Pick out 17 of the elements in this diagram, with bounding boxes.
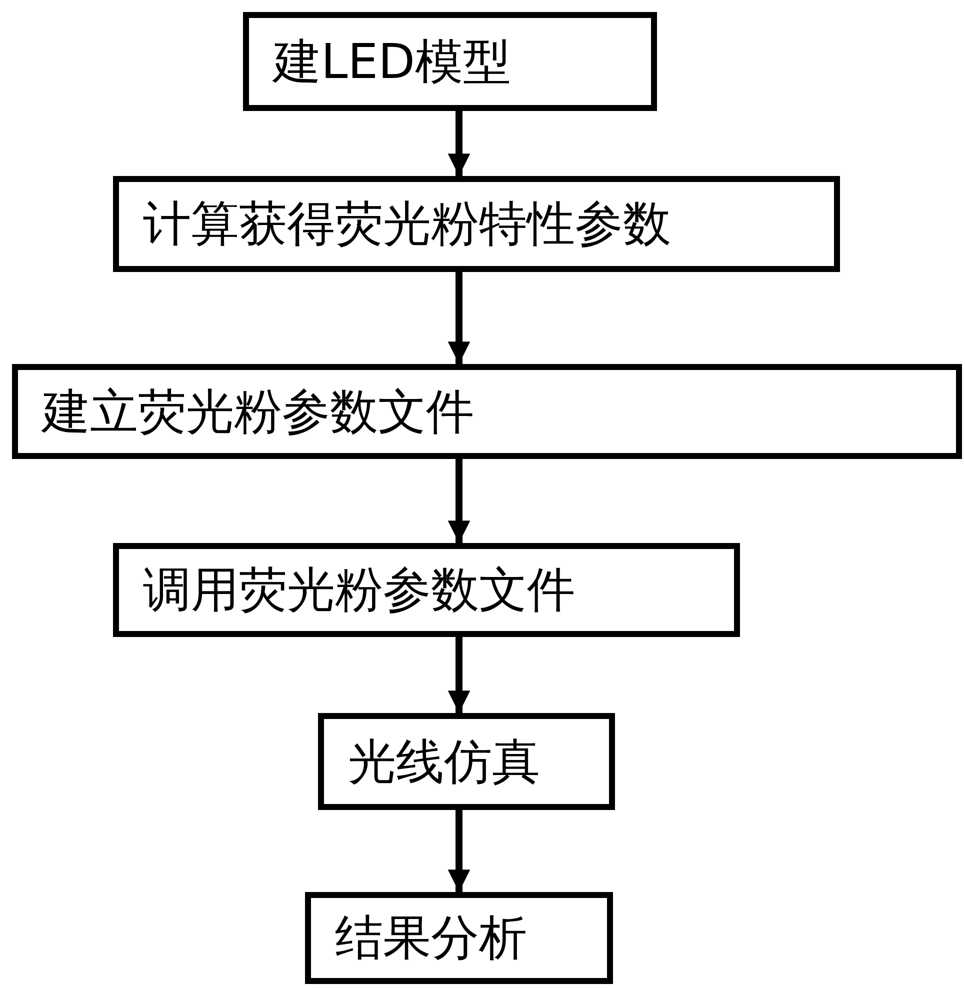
box-label: 光线仿真 [348, 732, 540, 792]
arrow [448, 272, 470, 364]
arrow [448, 810, 470, 892]
process-box [318, 713, 615, 810]
process-box [305, 892, 613, 984]
box-label: 建立荧光粉参数文件 [42, 382, 474, 442]
process-box [243, 12, 657, 111]
process-box [113, 543, 740, 637]
box-label: 调用荧光粉参数文件 [143, 561, 575, 620]
box-label: 结果分析 [335, 909, 527, 968]
arrow [448, 111, 470, 176]
arrow [448, 637, 470, 713]
process-box [113, 176, 840, 272]
box-label: 建LED模型 [273, 32, 512, 92]
process-box [12, 364, 962, 459]
arrow [448, 459, 470, 543]
box-label: 计算获得荧光粉特性参数 [143, 195, 671, 254]
